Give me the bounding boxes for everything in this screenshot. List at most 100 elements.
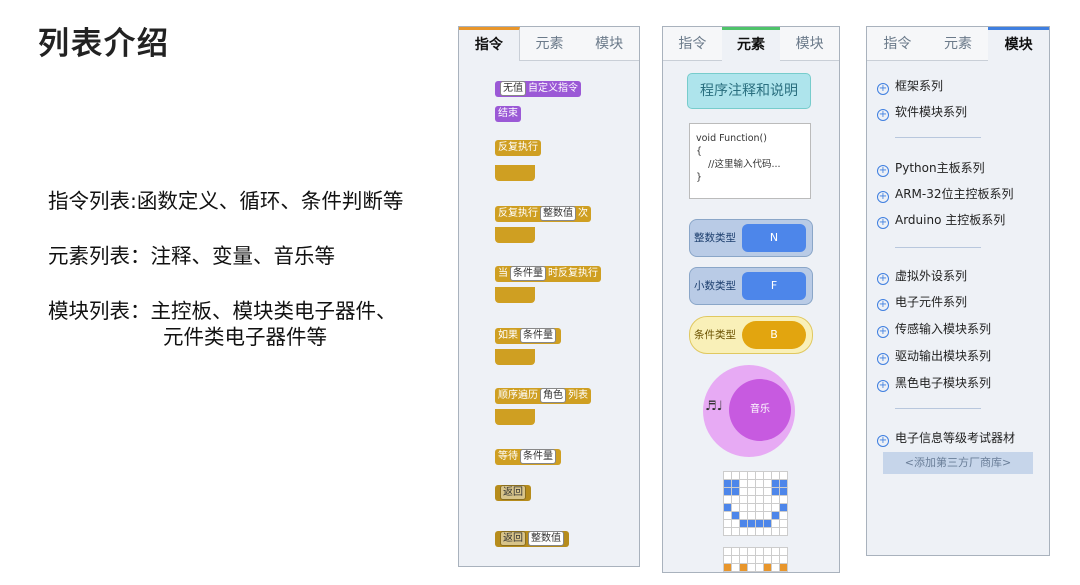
expand-icon: +	[877, 380, 889, 392]
comment-block[interactable]: 程序注释和说明	[687, 73, 811, 109]
tab-instruction[interactable]: 指令	[663, 27, 722, 61]
expand-icon: +	[877, 109, 889, 121]
bool-type-block[interactable]: 条件类型 B	[689, 316, 813, 354]
foreach-block-body	[495, 409, 535, 425]
module-item-exam[interactable]: + 电子信息等级考试器材	[877, 429, 1015, 447]
if-block-body	[495, 349, 535, 365]
expand-icon: +	[877, 165, 889, 177]
element-panel-tabs: 指令 元素 模块	[663, 27, 839, 61]
if-label: 如果	[498, 330, 518, 341]
module-item-framework[interactable]: + 框架系列	[877, 77, 943, 95]
list-label: 列表	[568, 390, 588, 401]
module-item-label: 电子元件系列	[895, 295, 968, 309]
expand-icon: +	[877, 326, 889, 338]
desc-instruction: 指令列表:函数定义、循环、条件判断等	[48, 189, 404, 213]
while-cond-slot: 条件量	[510, 266, 546, 281]
module-item-label: 传感输入模块系列	[895, 322, 992, 336]
int-type-label: 整数类型	[694, 232, 736, 244]
tab-element[interactable]: 元素	[927, 27, 989, 61]
add-vendor-library-button[interactable]: <添加第三方厂商库>	[883, 452, 1033, 474]
while-label: 当	[498, 268, 508, 279]
end-block[interactable]: 结束	[495, 106, 521, 122]
module-item-label: 驱动输出模块系列	[895, 349, 992, 363]
music-block[interactable]: 音乐	[729, 379, 791, 441]
tab-module[interactable]: 模块	[579, 27, 639, 61]
module-item-virtual[interactable]: + 虚拟外设系列	[877, 267, 967, 285]
repeat-n-block-body	[495, 227, 535, 243]
foreach-label: 顺序遍历	[498, 390, 538, 401]
module-item-label: 框架系列	[895, 79, 944, 93]
module-panel-tabs: 指令 元素 模块	[867, 27, 1049, 61]
module-item-label: 软件模块系列	[895, 105, 968, 119]
slide-title: 列表介绍	[38, 26, 170, 62]
if-block[interactable]: 如果条件量	[495, 328, 561, 344]
module-item-label: Arduino 主控板系列	[895, 213, 1006, 227]
module-item-python[interactable]: + Python主板系列	[877, 159, 985, 177]
float-type-label: 小数类型	[694, 280, 736, 292]
repeat-n-label: 反复执行	[498, 208, 538, 219]
expand-icon: +	[877, 435, 889, 447]
module-item-sensor[interactable]: + 传感输入模块系列	[877, 320, 991, 338]
module-item-label: ARM-32位主控板系列	[895, 187, 1014, 201]
tab-element[interactable]: 元素	[519, 27, 580, 61]
return-int-slot: 整数值	[528, 531, 564, 546]
tab-instruction[interactable]: 指令	[867, 27, 928, 61]
int-type-value: N	[742, 224, 806, 252]
module-item-component[interactable]: + 电子元件系列	[877, 293, 967, 311]
bool-type-value: B	[742, 321, 806, 349]
return-value-block[interactable]: 返回整数值	[495, 531, 569, 547]
module-item-label: 电子信息等级考试器材	[895, 431, 1016, 445]
float-type-value: F	[742, 272, 806, 300]
tab-instruction[interactable]: 指令	[459, 27, 520, 61]
return-block[interactable]: 返回	[495, 485, 531, 501]
tab-module[interactable]: 模块	[988, 27, 1049, 61]
bool-type-label: 条件类型	[694, 329, 736, 341]
int-type-block[interactable]: 整数类型 N	[689, 219, 813, 257]
expand-icon: +	[877, 299, 889, 311]
custom-label: 自定义指令	[528, 83, 578, 94]
tab-element[interactable]: 元素	[721, 27, 781, 61]
void-slot: 无值	[500, 81, 526, 96]
while-block[interactable]: 当条件量时反复执行	[495, 266, 601, 282]
role-slot: 角色	[540, 388, 566, 403]
repeat-block-body	[495, 165, 535, 181]
tab-module[interactable]: 模块	[780, 27, 839, 61]
int-slot: 整数值	[540, 206, 576, 221]
wait-label: 等待	[498, 451, 518, 462]
code-block[interactable]: void Function() { //这里输入代码... }	[689, 123, 811, 199]
module-item-arduino[interactable]: +Arduino 主控板系列	[877, 211, 1005, 229]
element-panel: 指令 元素 模块 程序注释和说明 void Function() { //这里输…	[662, 26, 840, 573]
divider	[895, 137, 981, 138]
return-value-label: 返回	[500, 531, 526, 546]
module-item-software[interactable]: + 软件模块系列	[877, 103, 967, 121]
module-item-label: 黑色电子模块系列	[895, 376, 992, 390]
divider	[895, 408, 981, 409]
expand-icon: +	[877, 191, 889, 203]
expand-icon: +	[877, 353, 889, 365]
expand-icon: +	[877, 273, 889, 285]
module-item-label: 虚拟外设系列	[895, 269, 968, 283]
wait-block[interactable]: 等待条件量	[495, 449, 561, 465]
while-block-body	[495, 287, 535, 303]
expand-icon: +	[877, 83, 889, 95]
module-panel: 指令 元素 模块 + 框架系列 + 软件模块系列 + Python主板系列 + ARM-…	[866, 26, 1050, 556]
module-item-label: Python主板系列	[895, 161, 985, 175]
desc-module: 模块列表：主控板、模块类电子器件、	[48, 299, 397, 323]
instruction-panel: 指令 元素 模块 无值自定义指令 结束 反复执行 反复执行整数值次 当条件量时反…	[458, 26, 640, 567]
wait-cond-slot: 条件量	[520, 449, 556, 464]
music-note-icon: ♬♩	[705, 399, 723, 414]
desc-module-cont: 元件类电子器件等	[163, 325, 327, 349]
module-item-driver[interactable]: + 驱动输出模块系列	[877, 347, 991, 365]
repeat-block[interactable]: 反复执行	[495, 140, 541, 156]
custom-command-block[interactable]: 无值自定义指令	[495, 81, 581, 97]
repeat-n-block[interactable]: 反复执行整数值次	[495, 206, 591, 222]
if-cond-slot: 条件量	[520, 328, 556, 343]
times-label: 次	[578, 208, 588, 219]
foreach-block[interactable]: 顺序遍历角色列表	[495, 388, 591, 404]
led-matrix-smile[interactable]	[723, 471, 788, 536]
module-item-black[interactable]: + 黑色电子模块系列	[877, 374, 991, 392]
module-item-arm32[interactable]: + ARM-32位主控板系列	[877, 185, 1014, 203]
divider	[895, 247, 981, 248]
led-matrix-partial[interactable]	[723, 547, 788, 572]
float-type-block[interactable]: 小数类型 F	[689, 267, 813, 305]
